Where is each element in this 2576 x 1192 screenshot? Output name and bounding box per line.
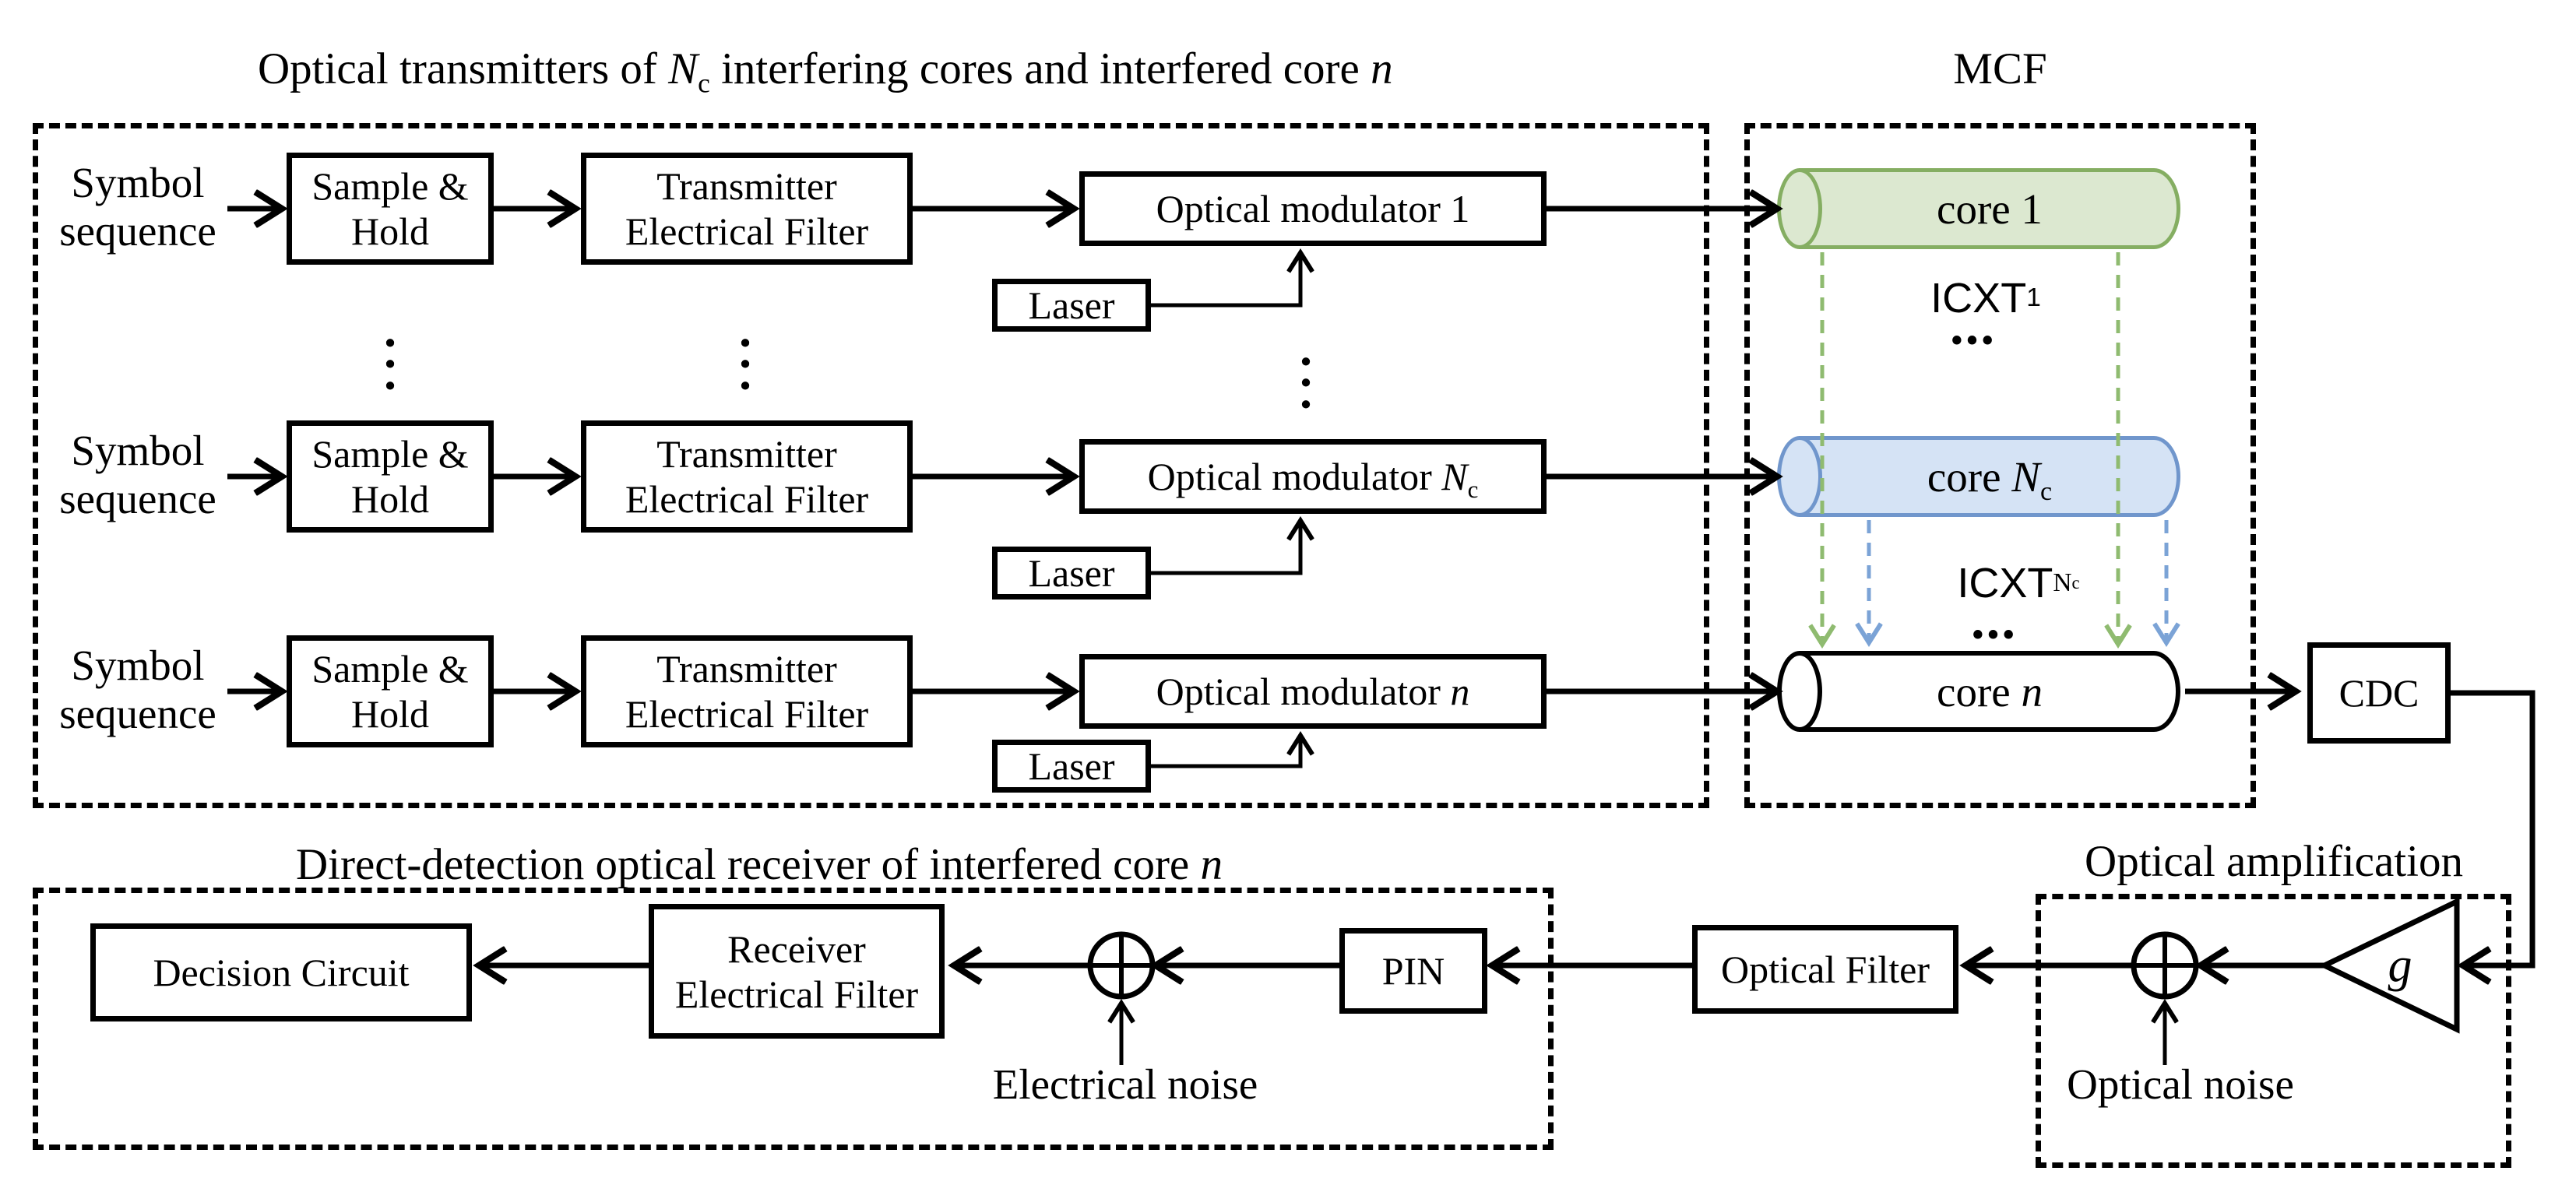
- laser-box: Laser: [992, 279, 1151, 332]
- optical-filter-label: Optical Filter: [1721, 948, 1930, 991]
- wire-laser-to-modulator-1: [1151, 254, 1300, 308]
- core-n-text: core n: [1937, 667, 2043, 716]
- amplification-title: Optical amplification: [2085, 837, 2463, 886]
- laser-label: Laser: [1028, 744, 1115, 788]
- wire-laser-to-modulator-3: [1151, 737, 1300, 768]
- symbol-sequence-label: Symbol sequence: [59, 427, 216, 522]
- sample-hold-label: Sample & Hold: [311, 164, 469, 253]
- mcf-dashed-box: [1744, 123, 2256, 808]
- optical-noise-label: Optical noise: [2067, 1060, 2294, 1108]
- pin-label: PIN: [1381, 949, 1445, 993]
- optical-modulator-n-box: Optical modulator n: [1079, 654, 1547, 729]
- laser-box: Laser: [992, 547, 1151, 600]
- receiver-filter-label: Receiver Electrical Filter: [674, 927, 919, 1016]
- core-1-cylinder: [1799, 168, 2180, 249]
- cdc-label: CDC: [2338, 671, 2419, 715]
- optical-modulator-1-label: Optical modulator 1: [1156, 187, 1470, 230]
- icxt-1-dots: •••: [1951, 323, 1997, 359]
- transmitters-title: Optical transmitters of Nc interfering c…: [258, 44, 1393, 99]
- symbol-sequence-label: Symbol sequence: [59, 642, 216, 737]
- electrical-noise-label: Electrical noise: [992, 1060, 1258, 1108]
- mcf-title: MCF: [1953, 44, 2047, 93]
- core-nc-text: core Nc: [1927, 452, 2053, 506]
- icxt-nc-dots: •••: [1972, 617, 2018, 653]
- sample-hold-label: Sample & Hold: [311, 647, 469, 736]
- wire-cdc-to-amplifier: [2451, 690, 2536, 965]
- receiver-dashed-box: [33, 888, 1554, 1150]
- transmitters-dashed-box: [33, 123, 1709, 808]
- optical-filter-box: Optical Filter: [1692, 925, 1958, 1014]
- core-nc-label: core Nc: [1799, 436, 2180, 517]
- transmitter-filter-label: Transmitter Electrical Filter: [625, 647, 869, 736]
- pin-box: PIN: [1339, 928, 1487, 1014]
- optical-modulator-n-label: Optical modulator n: [1156, 670, 1470, 713]
- symbol-sequence-label: Symbol sequence: [59, 159, 216, 255]
- decision-circuit-box: Decision Circuit: [90, 923, 472, 1021]
- core-n-cylinder: [1799, 651, 2180, 732]
- optical-modulator-nc-box: Optical modulator Nc: [1079, 439, 1547, 514]
- optical-modulator-1-box: Optical modulator 1: [1079, 171, 1547, 246]
- core-1-end-cap: [1777, 168, 1822, 249]
- transmitter-filter-box: Transmitter Electrical Filter: [581, 420, 913, 533]
- sample-hold-box: Sample & Hold: [287, 420, 494, 533]
- core-1-text: core 1: [1937, 185, 2043, 233]
- laser-label: Laser: [1028, 551, 1115, 595]
- transmitter-filter-box: Transmitter Electrical Filter: [581, 153, 913, 265]
- vertical-dots: • • •: [385, 327, 396, 403]
- transmitter-filter-label: Transmitter Electrical Filter: [625, 432, 869, 521]
- core-1-label: core 1: [1799, 168, 2180, 249]
- receiver-title: Direct-detection optical receiver of int…: [296, 840, 1223, 889]
- laser-label: Laser: [1028, 283, 1115, 327]
- sample-hold-box: Sample & Hold: [287, 153, 494, 265]
- vertical-dots: • • •: [740, 327, 751, 403]
- laser-box: Laser: [992, 740, 1151, 793]
- amplifier-triangle-icon: [2317, 897, 2460, 1034]
- sample-hold-label: Sample & Hold: [311, 432, 469, 521]
- receiver-filter-box: Receiver Electrical Filter: [649, 904, 945, 1039]
- sample-hold-box: Sample & Hold: [287, 635, 494, 747]
- transmitter-filter-label: Transmitter Electrical Filter: [625, 164, 869, 253]
- cdc-box: CDC: [2307, 642, 2451, 744]
- decision-circuit-label: Decision Circuit: [153, 951, 410, 994]
- wire-laser-to-modulator-2: [1151, 522, 1300, 575]
- amplification-dashed-box: [2036, 894, 2511, 1168]
- gain-label: g: [2388, 939, 2412, 992]
- vertical-dots: • • •: [1300, 346, 1311, 421]
- core-n-label: core n: [1799, 651, 2180, 732]
- transmitter-filter-box: Transmitter Electrical Filter: [581, 635, 913, 747]
- optical-modulator-nc-label: Optical modulator Nc: [1147, 455, 1479, 503]
